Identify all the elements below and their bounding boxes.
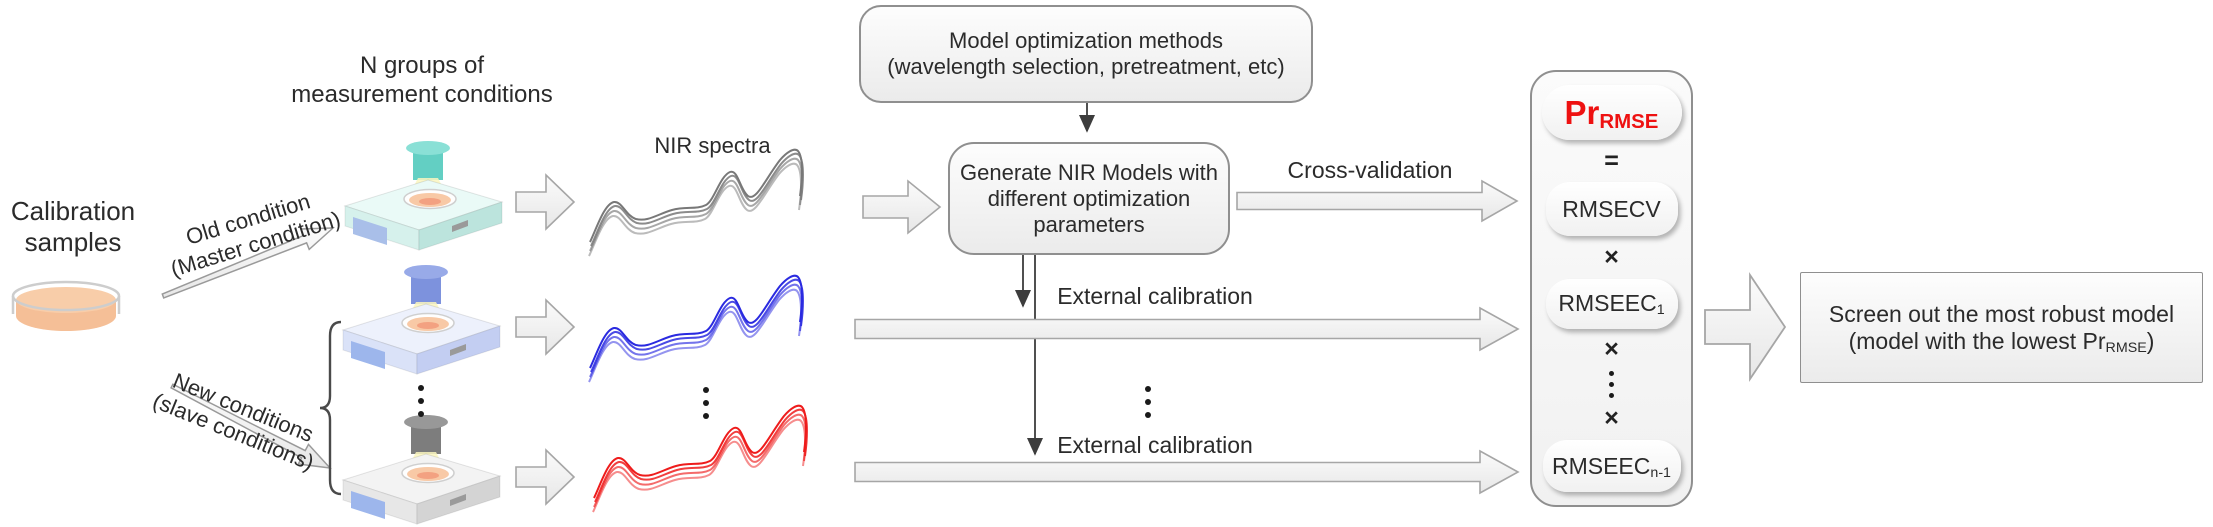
spectrum-blue <box>588 274 804 383</box>
petri-dish-icon <box>11 280 121 331</box>
cross-validation-label: Cross-validation <box>1287 157 1453 183</box>
right-arrow-icon <box>515 448 576 506</box>
new-conditions-arrow <box>170 383 332 469</box>
right-arrow-icon <box>862 179 942 235</box>
pr-rmse-product-box: PrRMSE = RMSECV × RMSEEC1 × × RMSEECn-1 <box>1530 70 1693 507</box>
external-calibration-arrow-1 <box>854 306 1520 352</box>
right-arrow-icon <box>515 173 576 231</box>
rmsecv-pill: RMSECV <box>1545 182 1678 237</box>
external-calibration-arrow-2 <box>854 449 1520 495</box>
curly-brace-icon <box>319 320 342 496</box>
calibration-samples-label: Calibration samples <box>10 196 136 258</box>
spectrum-gray <box>588 148 804 257</box>
rmseec1-pill: RMSEEC1 <box>1545 278 1678 329</box>
rmseec-n-1-pill: RMSEECn-1 <box>1542 440 1681 492</box>
spectrum-red <box>592 404 808 513</box>
equals-sign: = <box>1604 146 1619 175</box>
pr-rmse-pill: PrRMSE <box>1541 85 1682 140</box>
old-condition-arrow <box>161 227 336 299</box>
nir-spectra-label: NIR spectra <box>654 133 771 158</box>
external-calibration-label-1: External calibration <box>1057 283 1253 309</box>
right-arrow-icon <box>1704 272 1787 382</box>
generate-models-box: Generate NIR Models with different optim… <box>948 142 1230 255</box>
right-arrow-icon <box>515 298 576 356</box>
instrument-icon-slave-1 <box>342 264 501 375</box>
times-sign: × <box>1604 404 1619 433</box>
cross-validation-arrow <box>1236 179 1519 223</box>
instrument-icon-master <box>344 140 503 251</box>
vertical-ellipsis-icon <box>418 385 1151 419</box>
external-calibration-label-2: External calibration <box>1057 432 1253 458</box>
vertical-ellipsis-icon <box>1609 370 1614 398</box>
times-sign: × <box>1604 242 1619 271</box>
screen-robust-model-box: Screen out the most robust model (model … <box>1800 272 2203 383</box>
times-sign: × <box>1604 335 1619 364</box>
model-optimization-box: Model optimization methods (wavelength s… <box>859 5 1313 103</box>
measurement-conditions-label: N groups of measurement conditions <box>291 52 553 108</box>
instrument-icon-slave-n <box>342 414 501 525</box>
